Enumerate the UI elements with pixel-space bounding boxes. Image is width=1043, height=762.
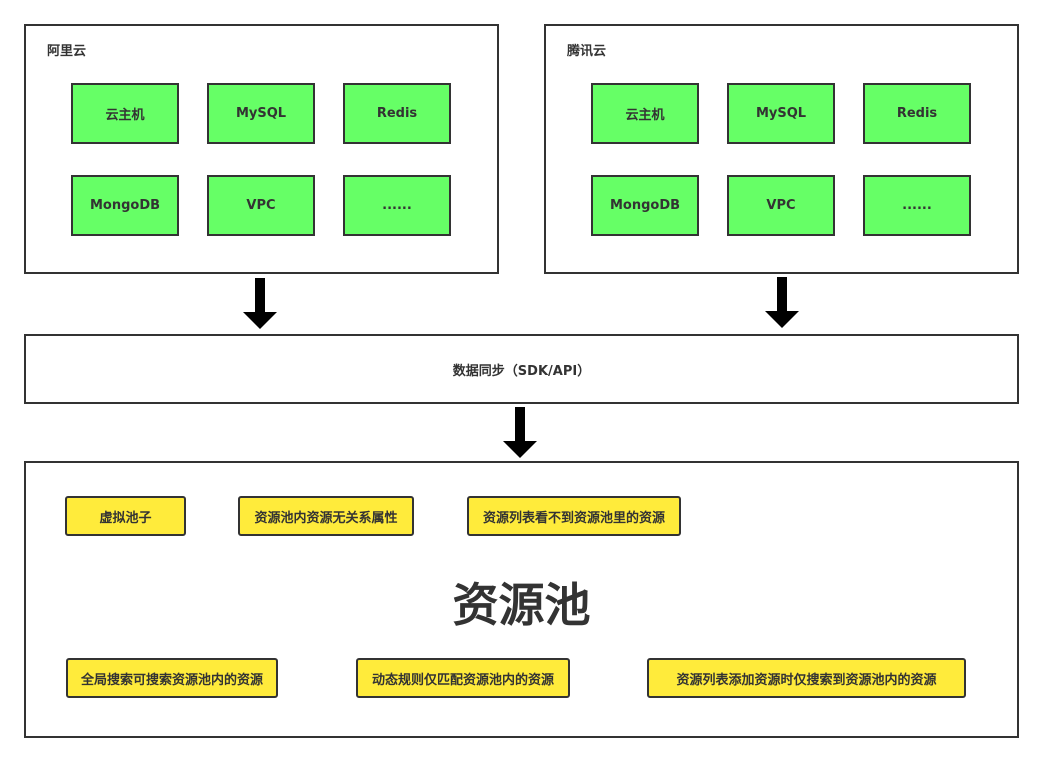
tencent-service-vpc: VPC [727, 175, 835, 236]
feature-no-relations: 资源池内资源无关系属性 [238, 496, 414, 536]
arrow-down-icon [503, 407, 537, 458]
tencent-group [544, 24, 1019, 274]
tencent-service-redis: Redis [863, 83, 971, 144]
resource-pool-title: 资源池 [452, 578, 591, 632]
aliyun-group [24, 24, 499, 274]
tencent-service-mongodb: MongoDB [591, 175, 699, 236]
aliyun-service-vpc: VPC [207, 175, 315, 236]
aliyun-title: 阿里云 [47, 44, 87, 59]
aliyun-service-ecs: 云主机 [71, 83, 179, 144]
tencent-title: 腾讯云 [567, 44, 607, 59]
tencent-service-mysql: MySQL [727, 83, 835, 144]
aliyun-service-mysql: MySQL [207, 83, 315, 144]
data-sync-label: 数据同步（SDK/API） [452, 363, 591, 379]
tencent-service-cvm: 云主机 [591, 83, 699, 144]
aliyun-service-more: ...... [343, 175, 451, 236]
feature-dynamic-rules: 动态规则仅匹配资源池内的资源 [356, 658, 570, 698]
feature-virtual-pool: 虚拟池子 [65, 496, 186, 536]
aliyun-service-redis: Redis [343, 83, 451, 144]
arrow-down-icon [243, 278, 277, 329]
data-sync-box: 数据同步（SDK/API） [24, 334, 1019, 404]
feature-list-add-search: 资源列表添加资源时仅搜索到资源池内的资源 [647, 658, 966, 698]
arrow-down-icon [765, 277, 799, 328]
feature-hidden-from-list: 资源列表看不到资源池里的资源 [467, 496, 681, 536]
feature-global-search: 全局搜索可搜索资源池内的资源 [66, 658, 278, 698]
aliyun-service-mongodb: MongoDB [71, 175, 179, 236]
tencent-service-more: ...... [863, 175, 971, 236]
